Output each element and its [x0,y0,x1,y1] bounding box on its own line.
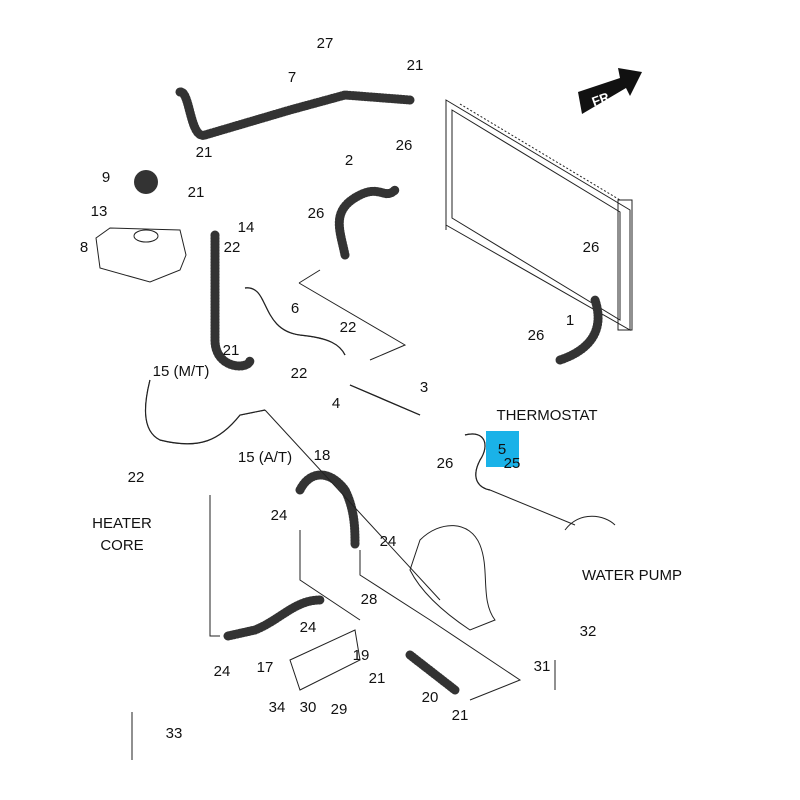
part-label: 26 [437,455,454,472]
part-label: 22 [128,469,145,486]
part-label: 26 [396,137,413,154]
leader-lines [131,269,576,760]
hoses [144,87,603,695]
part-label: 3 [420,379,428,396]
part-label: 26 [583,239,600,256]
part-label: 22 [291,365,308,382]
part-label: 21 [223,342,240,359]
part-label: THERMOSTAT [496,407,597,424]
part-label: 24 [271,507,288,524]
part-label: HEATER [92,515,152,532]
part-label: 21 [188,184,205,201]
part-label: 20 [422,689,439,706]
part-label: 9 [102,169,110,186]
part-label: 19 [353,647,370,664]
part-label: 15 (M/T) [153,363,210,380]
part-label: 4 [332,395,340,412]
part-label: CORE [100,537,143,554]
radiator [445,99,633,331]
part-label: 1 [566,312,574,329]
part-label: 14 [238,219,255,236]
part-label: 31 [534,658,551,675]
part-label: 22 [224,239,241,256]
part-label: 30 [300,699,317,716]
part-label: 24 [214,663,231,680]
part-label: 5 [498,441,506,458]
fr-badge-text: FR [590,89,612,109]
part-label: 27 [317,35,334,52]
front-direction-arrow-icon: FR [578,68,642,114]
part-label: 33 [166,725,183,742]
part-label: 21 [369,670,386,687]
part-label: 21 [407,57,424,74]
part-label: 26 [528,327,545,344]
highlighted-part-5 [486,431,519,467]
part-label: 29 [331,701,348,718]
part-label: 21 [196,144,213,161]
part-label: 7 [288,69,296,86]
part-label: 18 [314,447,331,464]
part-label: 24 [380,533,397,550]
part-label: 15 (A/T) [238,449,292,466]
part-label: 22 [340,319,357,336]
part-label: WATER PUMP [582,567,682,584]
part-label: 25 [504,455,521,472]
part-label: 34 [269,699,286,716]
part-label: 32 [580,623,597,640]
part-label: 26 [308,205,325,222]
part-label: 17 [257,659,274,676]
part-label: 13 [91,203,108,220]
part-label: 8 [80,239,88,256]
water-pump [409,515,616,631]
part-label: 28 [361,591,378,608]
part-callouts: 27 21 7 21 9 21 13 14 8 2 26 26 22 26 6 22 1 26 21 15 (M/T)… [80,35,682,742]
part-label: 2 [345,152,353,169]
part-label: 6 [291,300,299,317]
coolant-reservoir [95,170,187,283]
part-label: 24 [300,619,317,636]
part-label: 21 [452,707,469,724]
